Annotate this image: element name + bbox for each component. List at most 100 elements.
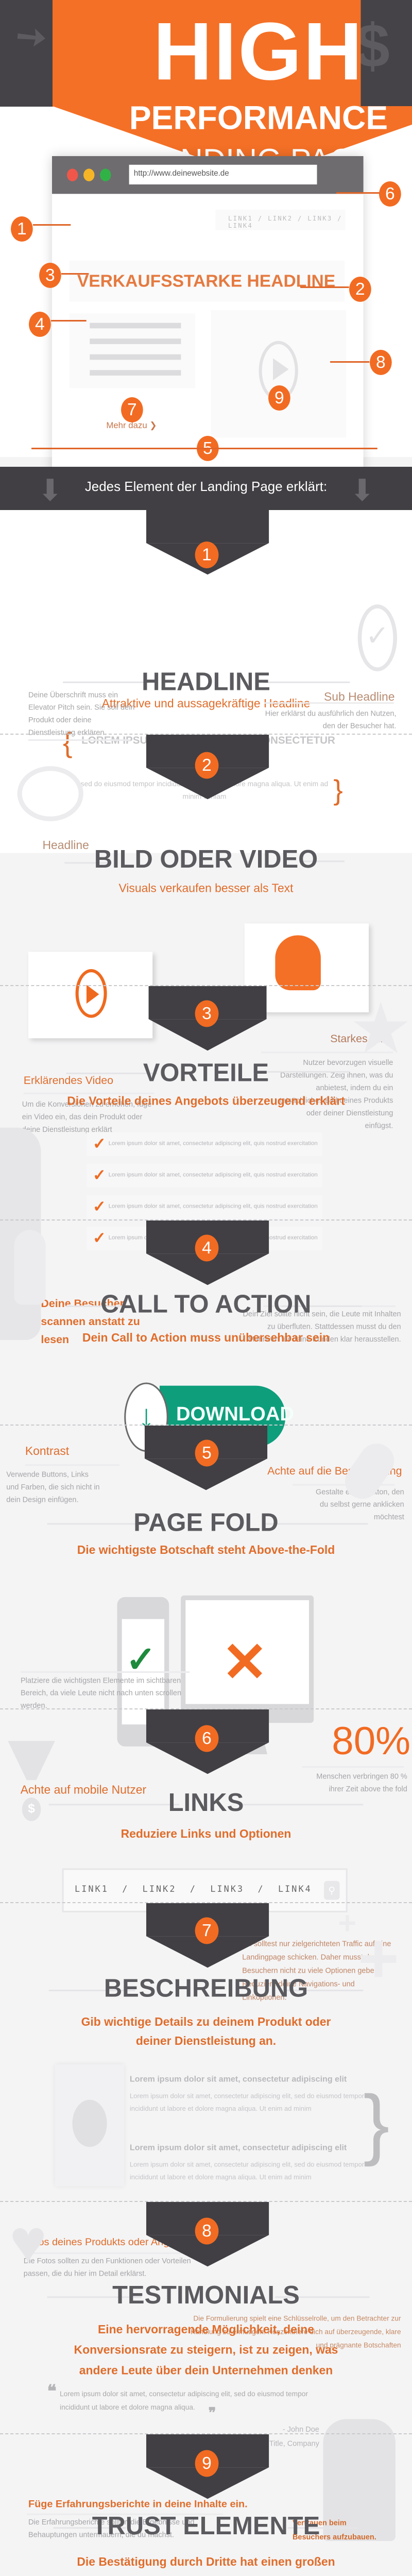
url-bar: http://www.deinewebsite.de (129, 164, 317, 184)
marker-9: 9 (268, 385, 290, 411)
note-text: Deine Überschrift muss ein Elevator Pitc… (28, 691, 135, 738)
section-number: 4 (195, 1234, 219, 1262)
dollar-icon: $ (355, 11, 390, 80)
note-title: Achte auf mobile Nutzer (20, 1783, 147, 1797)
note-underline (26, 2513, 224, 2515)
nav-links-example[interactable]: LINK1 / LINK2 / LINK3 / LINK4 (75, 1884, 312, 1894)
note-title: Erklärendes Video (23, 1074, 114, 1087)
note-underline (292, 1484, 395, 1486)
note-title: Sub Headline (324, 690, 395, 704)
browser-toolbar: http://www.deinewebsite.de (52, 156, 364, 194)
note-text: Dein Ziel sollte nicht sein, die Leute m… (243, 1310, 401, 1344)
marker-3: 3 (39, 263, 62, 288)
testimonial-role: Job Title, Company (255, 2439, 319, 2448)
play-triangle-icon (272, 358, 289, 381)
divider (253, 1071, 349, 1073)
check-icon: ✓ (93, 1198, 106, 1216)
line (90, 354, 181, 360)
note-title: Starkes Bild (330, 1032, 389, 1045)
funnel-icon (8, 1741, 55, 1781)
dollar-coin-icon: $ (22, 1797, 41, 1821)
section-divider (0, 734, 412, 735)
section-subtitle: Eine hervorragende Möglichkeit, deine Ko… (74, 2323, 338, 2378)
benefit-text: Lorem ipsum dolor sit amet, consectetur … (108, 1171, 318, 1178)
marker-arrow (51, 320, 87, 322)
benefit-text: Lorem ipsum dolor sit amet, consectetur … (108, 1202, 318, 1210)
section-divider (0, 1708, 412, 1709)
note-title: Kontrast (25, 1445, 70, 1459)
search-button[interactable]: ⚲ (324, 1880, 340, 1900)
note-underline (261, 1052, 393, 1054)
divider (281, 1305, 362, 1307)
section-title: LINKS (168, 1788, 244, 1817)
section-divider (0, 1902, 412, 1903)
cloud-network-icon (275, 935, 321, 991)
quote-close-icon: ❞ (208, 2404, 216, 2421)
note-underline (25, 1464, 120, 1466)
section-number: 1 (195, 541, 219, 568)
section-divider (0, 985, 412, 986)
mockup-nav-links: LINK1 / LINK2 / LINK3 / LINK4 (228, 215, 342, 229)
section-title: TRUST ELEMENTE (92, 2511, 320, 2540)
note-title: Deine Besucher scannen anstatt zu lesen (41, 1297, 140, 1346)
divider (63, 681, 148, 683)
eye-icon (17, 766, 83, 821)
section-title: PAGE FOLD (133, 1508, 279, 1537)
section-subtitle: Die wichtigste Botschaft steht Above-the… (77, 1544, 335, 1557)
section-subtitle: Reduziere Links und Optionen (121, 1827, 291, 1841)
title-line-1: HIGH (153, 6, 364, 98)
section-divider (0, 1219, 412, 1221)
divider (64, 862, 109, 864)
block-heading: Lorem ipsum dolor sit amet, consectetur … (129, 2074, 347, 2084)
note-title: Füge Erfahrungsberichte in deine Inhalte… (28, 2498, 248, 2510)
benefit-item: ✓Lorem ipsum dolor sit amet, consectetur… (86, 1195, 322, 1219)
marker-1: 1 (11, 216, 33, 242)
check-icon: ✓ (93, 1230, 106, 1247)
section-links: 6 $ LINKS Reduziere Links und Optionen L… (0, 1709, 412, 2002)
monitor-screen (185, 1600, 309, 1704)
note-underline (302, 1766, 404, 1768)
line (90, 323, 181, 329)
note-text: Verwende Buttons, Links und Farben, die … (6, 1470, 100, 1505)
marker-arrow (300, 286, 349, 289)
note-underline (23, 2252, 204, 2254)
nav-links-placeholder (215, 209, 346, 230)
mockup-cta-link: Mehr dazu ❯ (106, 421, 157, 431)
divider (300, 860, 345, 862)
section-tab (146, 510, 269, 544)
title-line-2: PERFORMANCE (129, 99, 388, 137)
note-title: Headline (42, 839, 89, 853)
line (90, 370, 181, 376)
minimize-dot-icon (83, 168, 95, 181)
tap-hand-icon (14, 1230, 46, 1305)
check-icon: ✓ (126, 1638, 157, 1680)
note-text: Du solltest nur zielgerichteten Traffic … (242, 1940, 391, 2002)
plus-icon: + (357, 1920, 399, 1998)
divider (66, 1305, 128, 1307)
note-text: Nutzer bevorzugen visuelle Darstellungen… (280, 1059, 393, 1130)
section-title: VORTEILE (143, 1058, 269, 1087)
block-heading: Lorem ipsum dolor sit amet, consectetur … (129, 2143, 347, 2153)
intro-text: Jedes Element der Landing Page erklärt: (84, 479, 328, 495)
note-text: Die Erfahrungsberichte sollten die Ergeb… (28, 2518, 195, 2539)
divider (47, 2296, 142, 2298)
section-trust: 9 TRUST ELEMENTE Die Bestätigung durch D… (0, 2434, 412, 2576)
marker-8: 8 (369, 350, 392, 375)
section-subtitle: Die Bestätigung durch Dritte hat einen g… (77, 2555, 335, 2576)
marker-7: 7 (121, 397, 143, 422)
cross-icon: ✕ (221, 1632, 268, 1693)
headline-placeholder (69, 261, 345, 302)
marker-2: 2 (349, 277, 371, 302)
section-divider (0, 1425, 412, 1426)
benefit-item: ✓Lorem ipsum dolor sit amet, consectetur… (86, 1132, 322, 1156)
divider (239, 1804, 364, 1806)
marker-arrow (61, 273, 89, 275)
divider (284, 1989, 364, 1991)
check-icon: ✓ (93, 1167, 106, 1184)
arrow-down-icon: ⬇ (350, 474, 375, 508)
play-triangle-icon (86, 985, 99, 1004)
testimonial-author: - John Doe (282, 2425, 319, 2434)
section-subtitle: Visuals verkaufen besser als Text (118, 882, 294, 895)
bracket-icon: } (333, 773, 343, 806)
mockup-headline: VERKAUFSSTARKE HEADLINE (77, 270, 335, 291)
